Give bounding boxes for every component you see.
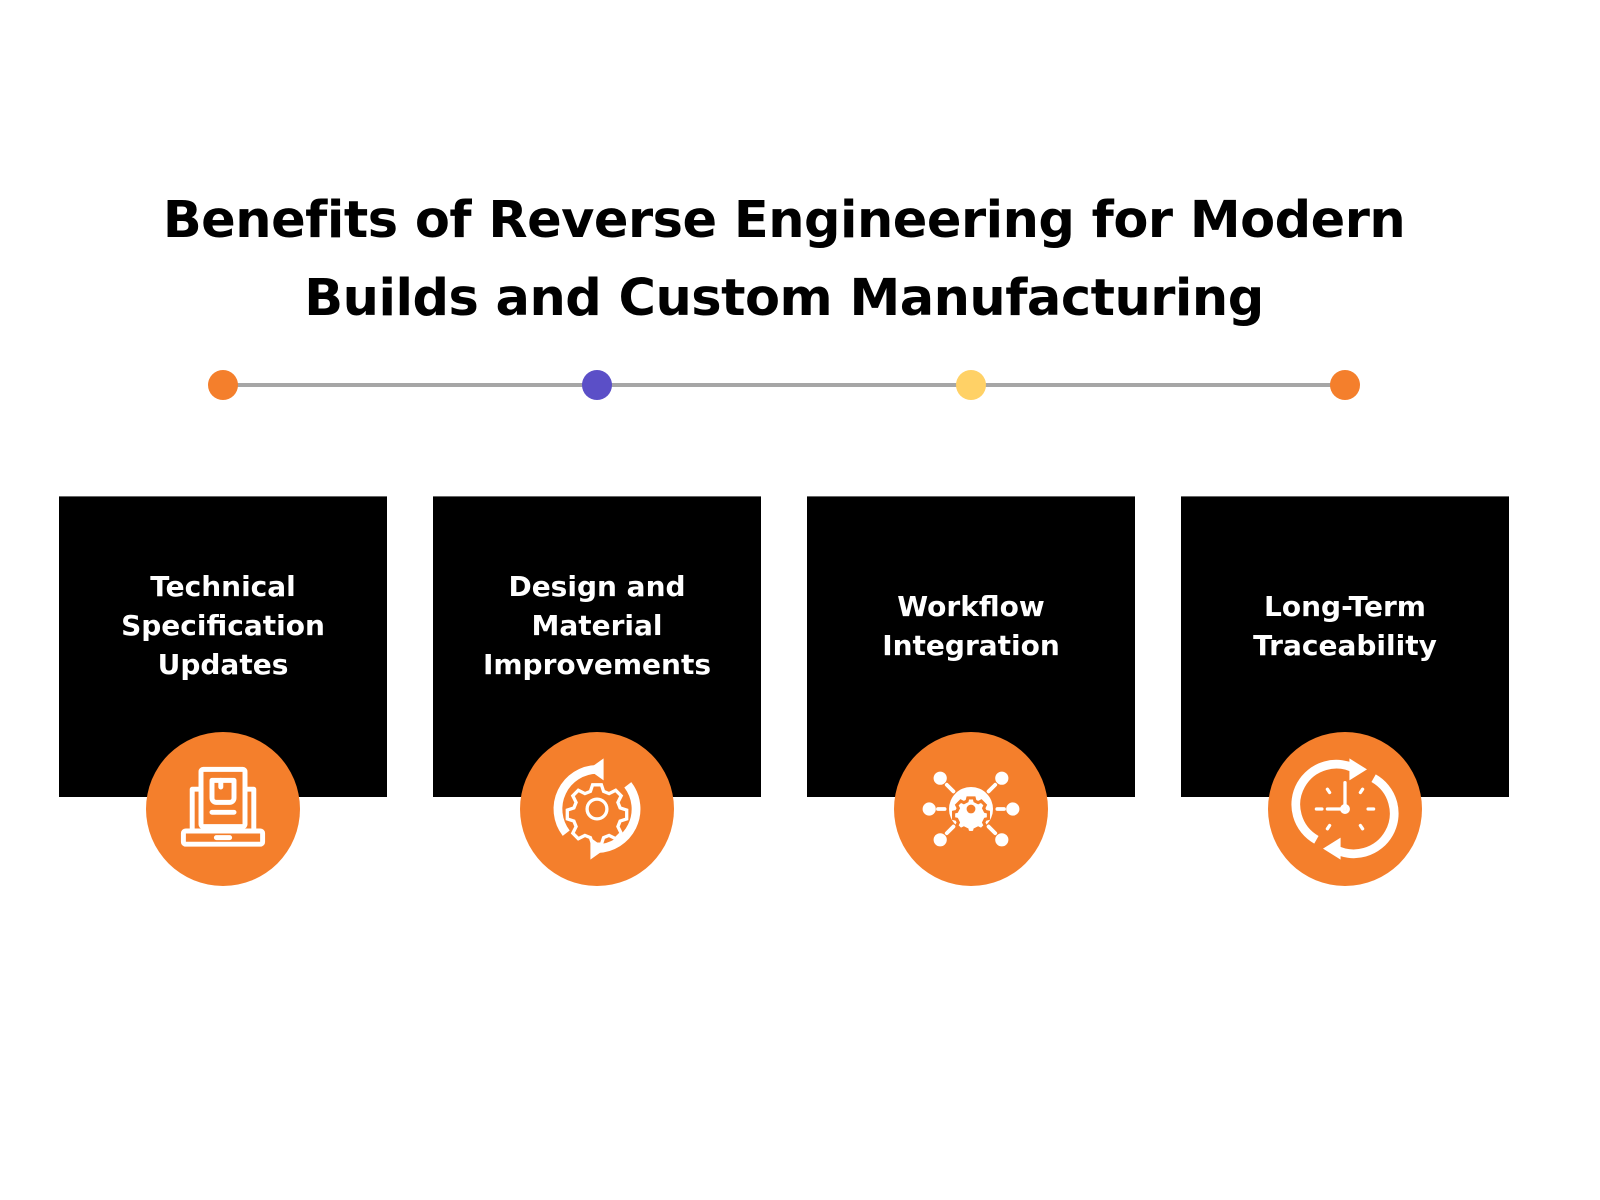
icon-circle-4: [1268, 732, 1422, 886]
card-label: Long-Term Traceability: [1253, 590, 1437, 662]
title-line-2: Builds and Custom Manufacturing: [304, 269, 1264, 329]
laptop-document-icon: [180, 766, 266, 847]
timeline-dot-2: [582, 370, 612, 400]
page-title: Benefits of Reverse Engineering for Mode…: [0, 182, 1568, 338]
icon-circle-3: [894, 732, 1048, 886]
card-label: Design and Material Improvements: [482, 570, 712, 681]
timeline-dot-4: [1330, 370, 1360, 400]
gear-refresh-icon: [553, 758, 641, 860]
card-label: Technical Specification Updates: [121, 570, 325, 681]
title-line-1: Benefits of Reverse Engineering for Mode…: [162, 191, 1406, 251]
card-label: Workflow Integration: [882, 590, 1060, 662]
benefit-card-technical-specification: Technical Specification Updates: [59, 496, 387, 797]
icon-circle-2: [520, 732, 674, 886]
gear-network-icon: [922, 771, 1020, 847]
timeline-dot-1: [208, 370, 238, 400]
icon-circle-1: [146, 732, 300, 886]
timeline-line: [223, 383, 1345, 387]
timeline-dot-3: [956, 370, 986, 400]
clock-cycle-icon: [1291, 758, 1399, 860]
